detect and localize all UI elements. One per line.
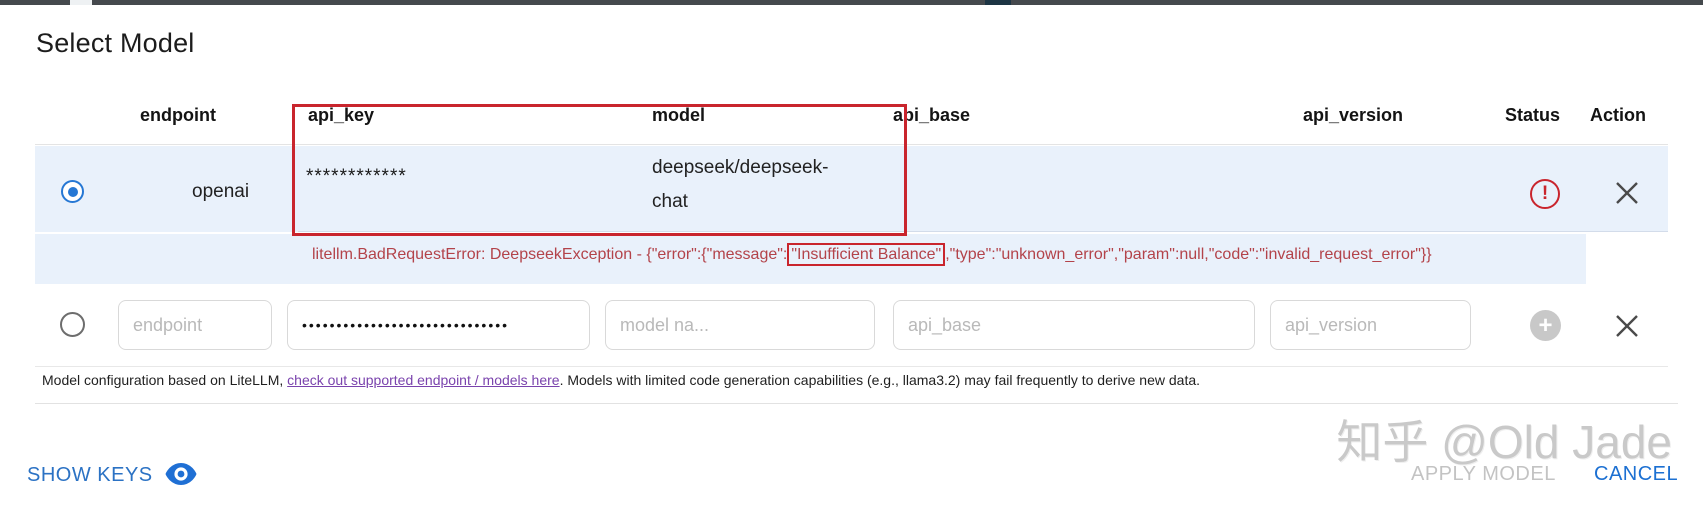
error-exclamation-icon: ! — [1530, 179, 1560, 209]
footer-text-before-link: Model configuration based on LiteLLM, — [42, 372, 288, 388]
header-divider — [35, 144, 1668, 145]
show-keys-label: SHOW KEYS — [27, 464, 153, 486]
eye-icon — [164, 461, 198, 490]
row-divider — [298, 231, 1668, 232]
dialog-title: Select Model — [36, 28, 195, 58]
plus-icon add-model-button[interactable]: + — [1530, 310, 1561, 341]
error-message: litellm.BadRequestError: DeepseekExcepti… — [312, 243, 1432, 266]
cancel-button[interactable]: CANCEL — [1594, 463, 1679, 485]
supported-models-link[interactable]: check out supported endpoint / models he… — [287, 372, 560, 388]
column-header-action: Action — [1590, 105, 1646, 125]
column-header-api-key: api_key — [308, 105, 375, 125]
row2-bottom-divider — [35, 366, 1668, 367]
column-header-api-version: api_version — [1303, 105, 1404, 125]
window-top-edge — [0, 0, 1703, 5]
close-icon-row2[interactable] — [1614, 313, 1640, 339]
radio-openai-selected[interactable] — [61, 180, 84, 203]
footer-note: Model configuration based on LiteLLM, ch… — [42, 372, 1642, 388]
model-row-openai — [35, 146, 1668, 232]
error-message-band — [35, 234, 1586, 284]
endpoint-value: openai — [192, 181, 250, 202]
api-base-input[interactable] — [893, 300, 1255, 350]
model-value-line1: deepseek/deepseek- — [652, 157, 829, 178]
model-value: deepseek/deepseek- chat — [652, 151, 828, 219]
close-icon[interactable] — [1614, 180, 1640, 206]
column-header-endpoint: endpoint — [140, 105, 216, 125]
model-name-input[interactable] — [605, 300, 875, 350]
footer-text-after-link: . Models with limited code generation ca… — [559, 372, 1201, 388]
error-message-highlight annotation-box-insufficient-balance: "Insufficient Balance" — [787, 243, 946, 266]
error-message-suffix: ,"type":"unknown_error","param":null,"co… — [945, 246, 1432, 263]
endpoint-input[interactable] — [118, 300, 272, 350]
radio-dot — [67, 186, 78, 197]
model-value-line2: chat — [652, 191, 688, 212]
error-message-prefix: litellm.BadRequestError: DeepseekExcepti… — [312, 246, 788, 263]
api-key-masked-value: ************ — [306, 166, 407, 187]
radio-new-row-unselected[interactable] — [60, 312, 85, 337]
show-keys-button[interactable]: SHOW KEYS — [27, 461, 198, 490]
column-header-api-base: api_base — [893, 105, 971, 125]
top-edge-notch-center — [985, 0, 1011, 5]
api-version-input[interactable] — [1270, 300, 1471, 350]
apply-model-button[interactable]: APPLY MODEL — [1411, 463, 1556, 485]
top-edge-notch-left — [70, 0, 92, 5]
column-header-model: model — [652, 105, 706, 125]
column-header-status: Status — [1505, 105, 1561, 125]
api-key-input[interactable] — [287, 300, 590, 350]
footer-divider — [35, 403, 1678, 404]
